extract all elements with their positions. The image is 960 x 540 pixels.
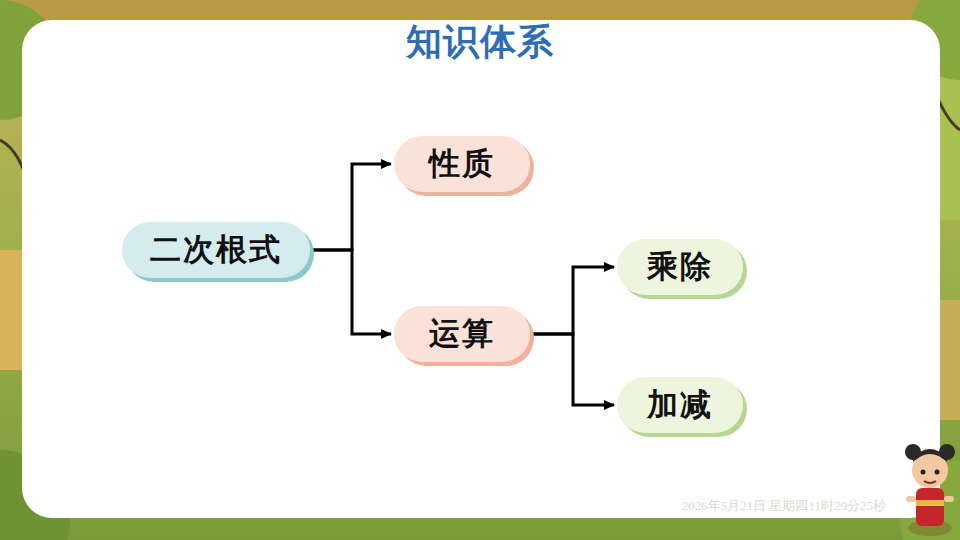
topic-box: 性质: [394, 136, 530, 192]
topic-box: 乘除: [617, 239, 743, 295]
topic-box: 加减: [617, 377, 743, 433]
topic-label: 运算: [429, 313, 495, 355]
topic-label: 乘除: [647, 246, 713, 288]
branch-arrow: [312, 164, 391, 250]
diagram-title: 知识体系: [0, 18, 960, 67]
branch-arrow: [532, 267, 614, 334]
topic-label: 加减: [647, 384, 713, 426]
timestamp-watermark: 2026年5月21日 星期四11时29分25秒: [682, 497, 886, 515]
topic-box: 二次根式: [122, 222, 310, 278]
topic-label: 二次根式: [150, 229, 282, 271]
topic-box: 运算: [394, 306, 530, 362]
topic-label: 性质: [429, 143, 495, 185]
branch-arrow: [312, 250, 391, 334]
branch-arrow: [532, 334, 614, 405]
cartoon-figure: [905, 444, 955, 536]
